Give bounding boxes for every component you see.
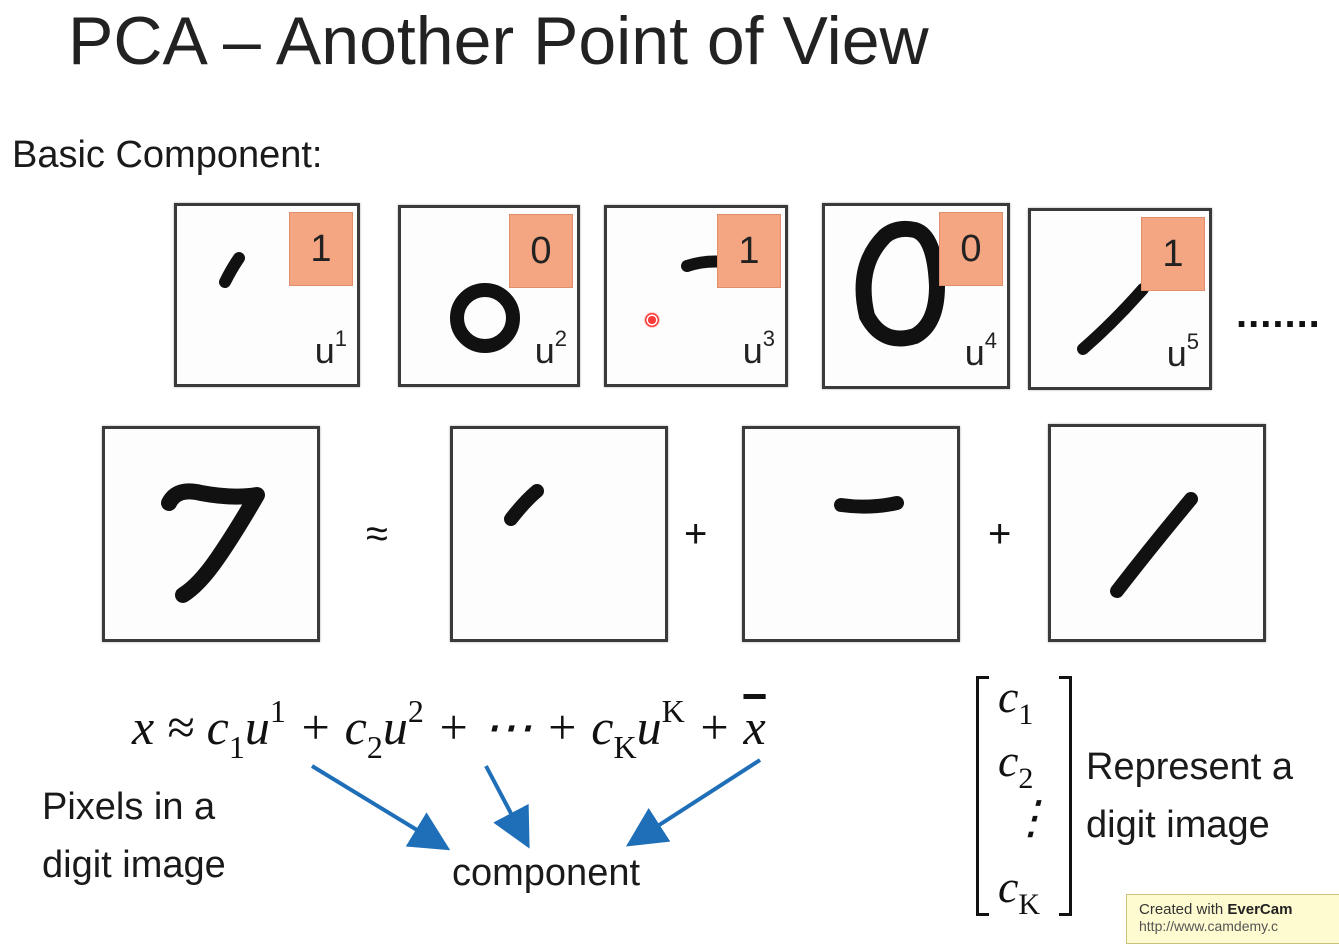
left-bracket — [976, 676, 989, 916]
stroke-fragment-icon — [504, 484, 544, 526]
ellipsis: ....... — [1236, 292, 1321, 336]
plus-operator: + — [684, 512, 708, 556]
component-u3-image — [742, 426, 960, 642]
vector-vdots: ⋮ — [1008, 792, 1054, 843]
seven-digit-icon — [161, 483, 265, 603]
arrow-icon — [484, 765, 530, 849]
component-badge: 1 — [1141, 217, 1205, 291]
vector-entry: cK — [998, 861, 1041, 921]
evercam-watermark: Created with EverCam http://www.camdemy.… — [1126, 894, 1339, 944]
one-digit-icon — [1110, 492, 1198, 598]
right-bracket — [1059, 676, 1072, 916]
component-label: u1 — [314, 326, 347, 371]
digit-seven-image — [102, 426, 320, 642]
zero-digit-icon — [855, 220, 946, 347]
plus-operator: + — [988, 512, 1012, 556]
component-badge: 0 — [509, 214, 573, 288]
coefficient-vector — [976, 676, 1072, 916]
component-badge: 1 — [717, 214, 781, 288]
component-image-u3: 1 u3 — [604, 205, 788, 387]
approx-operator: ≈ — [366, 512, 388, 556]
represent-label: Represent a digit image — [1086, 746, 1294, 846]
arrow-icon — [625, 758, 762, 847]
basic-component-heading: Basic Component: — [12, 134, 323, 176]
component-image-u4: 0 u4 — [822, 203, 1010, 389]
pixels-label: Pixels in a digit image — [42, 786, 226, 886]
component-badge: 0 — [939, 212, 1003, 286]
component-u5-image — [1048, 424, 1266, 642]
pca-formula: x ≈ c1u1 + c2u2 + ⋯ + cKuK + x — [132, 693, 766, 765]
stroke-fragment-icon — [834, 496, 904, 514]
pointer-cursor-icon — [644, 312, 660, 328]
vector-entry: c2 — [998, 735, 1034, 795]
component-label-text: component — [452, 852, 641, 894]
arrow-icon — [310, 764, 451, 851]
component-image-u5: 1 u5 — [1028, 208, 1212, 390]
one-digit-icon — [1077, 283, 1149, 355]
component-image-u2: 0 u2 — [398, 205, 580, 387]
component-image-u1: 1 u1 — [174, 203, 360, 387]
zero-digit-icon — [450, 283, 520, 353]
component-label: u3 — [742, 326, 775, 371]
slide-title: PCA – Another Point of View — [68, 3, 929, 79]
component-label: u2 — [534, 326, 567, 371]
component-label: u5 — [1166, 329, 1199, 374]
component-label: u4 — [964, 328, 997, 373]
component-badge: 1 — [289, 212, 353, 286]
component-u1-image — [450, 426, 668, 642]
stroke-fragment-icon — [219, 252, 245, 288]
vector-entry: c1 — [998, 671, 1034, 731]
